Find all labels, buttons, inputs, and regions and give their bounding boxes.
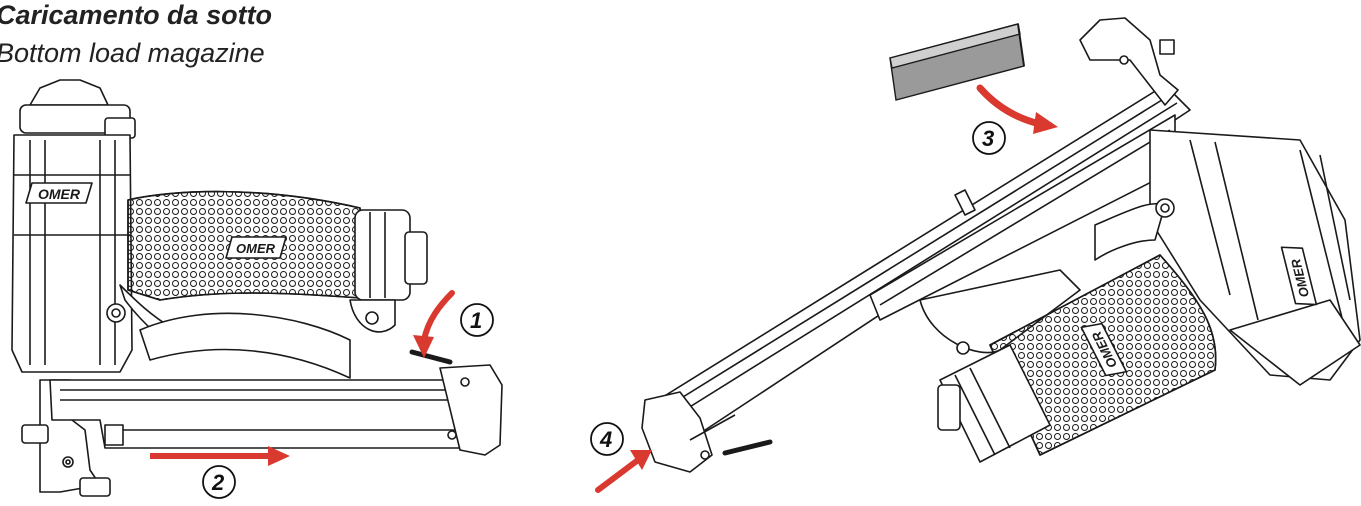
step-1-marker: 1 [460, 303, 494, 337]
title-english: Bottom load magazine [0, 38, 265, 68]
staple-strip [889, 23, 1025, 101]
step-3-marker: 3 [972, 121, 1006, 155]
step-1-label: 1 [470, 308, 482, 333]
title-italian: Caricamento da sotto [0, 0, 273, 30]
step-2-marker: 2 [202, 465, 236, 499]
arrow-step-1 [413, 290, 455, 358]
svg-text:OMER: OMER [38, 186, 81, 202]
omer-logo-handle: OMER [225, 236, 287, 259]
arrow-step-4 [595, 450, 652, 493]
step-3-label: 3 [982, 126, 994, 151]
step-4-marker: 4 [590, 422, 624, 456]
step-4-label: 4 [599, 427, 612, 452]
arrow-step-3 [976, 84, 1058, 134]
stapler-right: OMER OMER [641, 17, 1361, 473]
omer-logo-body: OMER [25, 182, 93, 204]
svg-text:OMER: OMER [236, 241, 276, 256]
stapler-left: OMER OMER [11, 79, 503, 497]
step-2-label: 2 [211, 470, 225, 495]
arrow-step-2 [150, 446, 290, 466]
